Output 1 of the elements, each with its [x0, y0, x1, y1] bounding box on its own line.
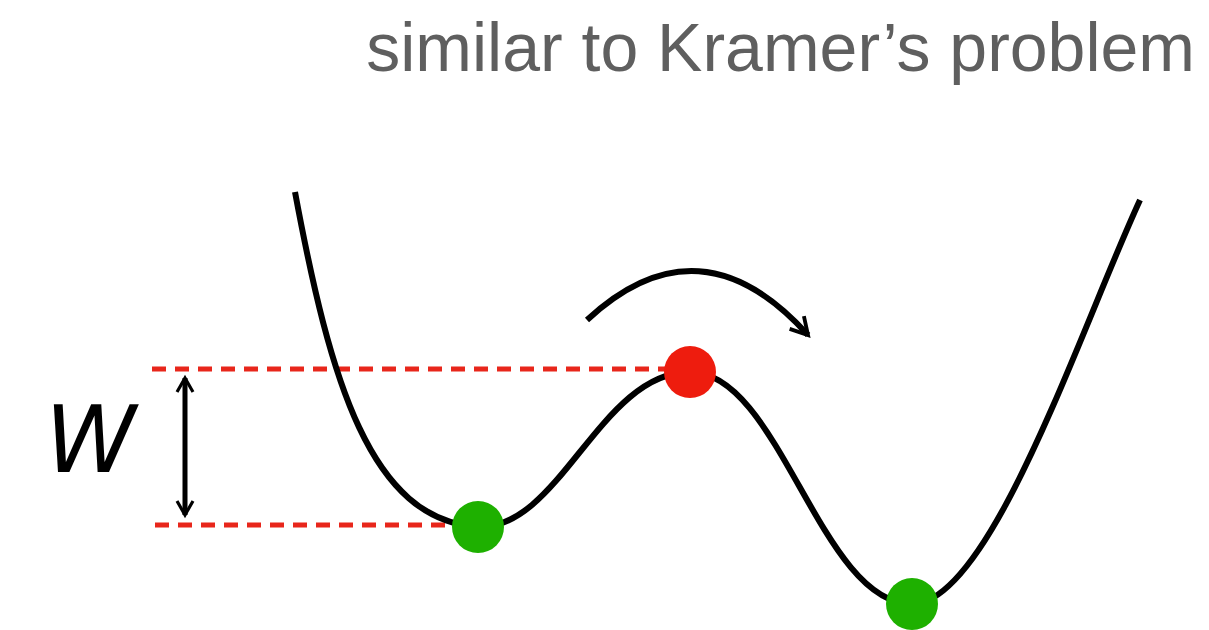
title: similar to Kramer’s problem [365, 8, 1195, 86]
